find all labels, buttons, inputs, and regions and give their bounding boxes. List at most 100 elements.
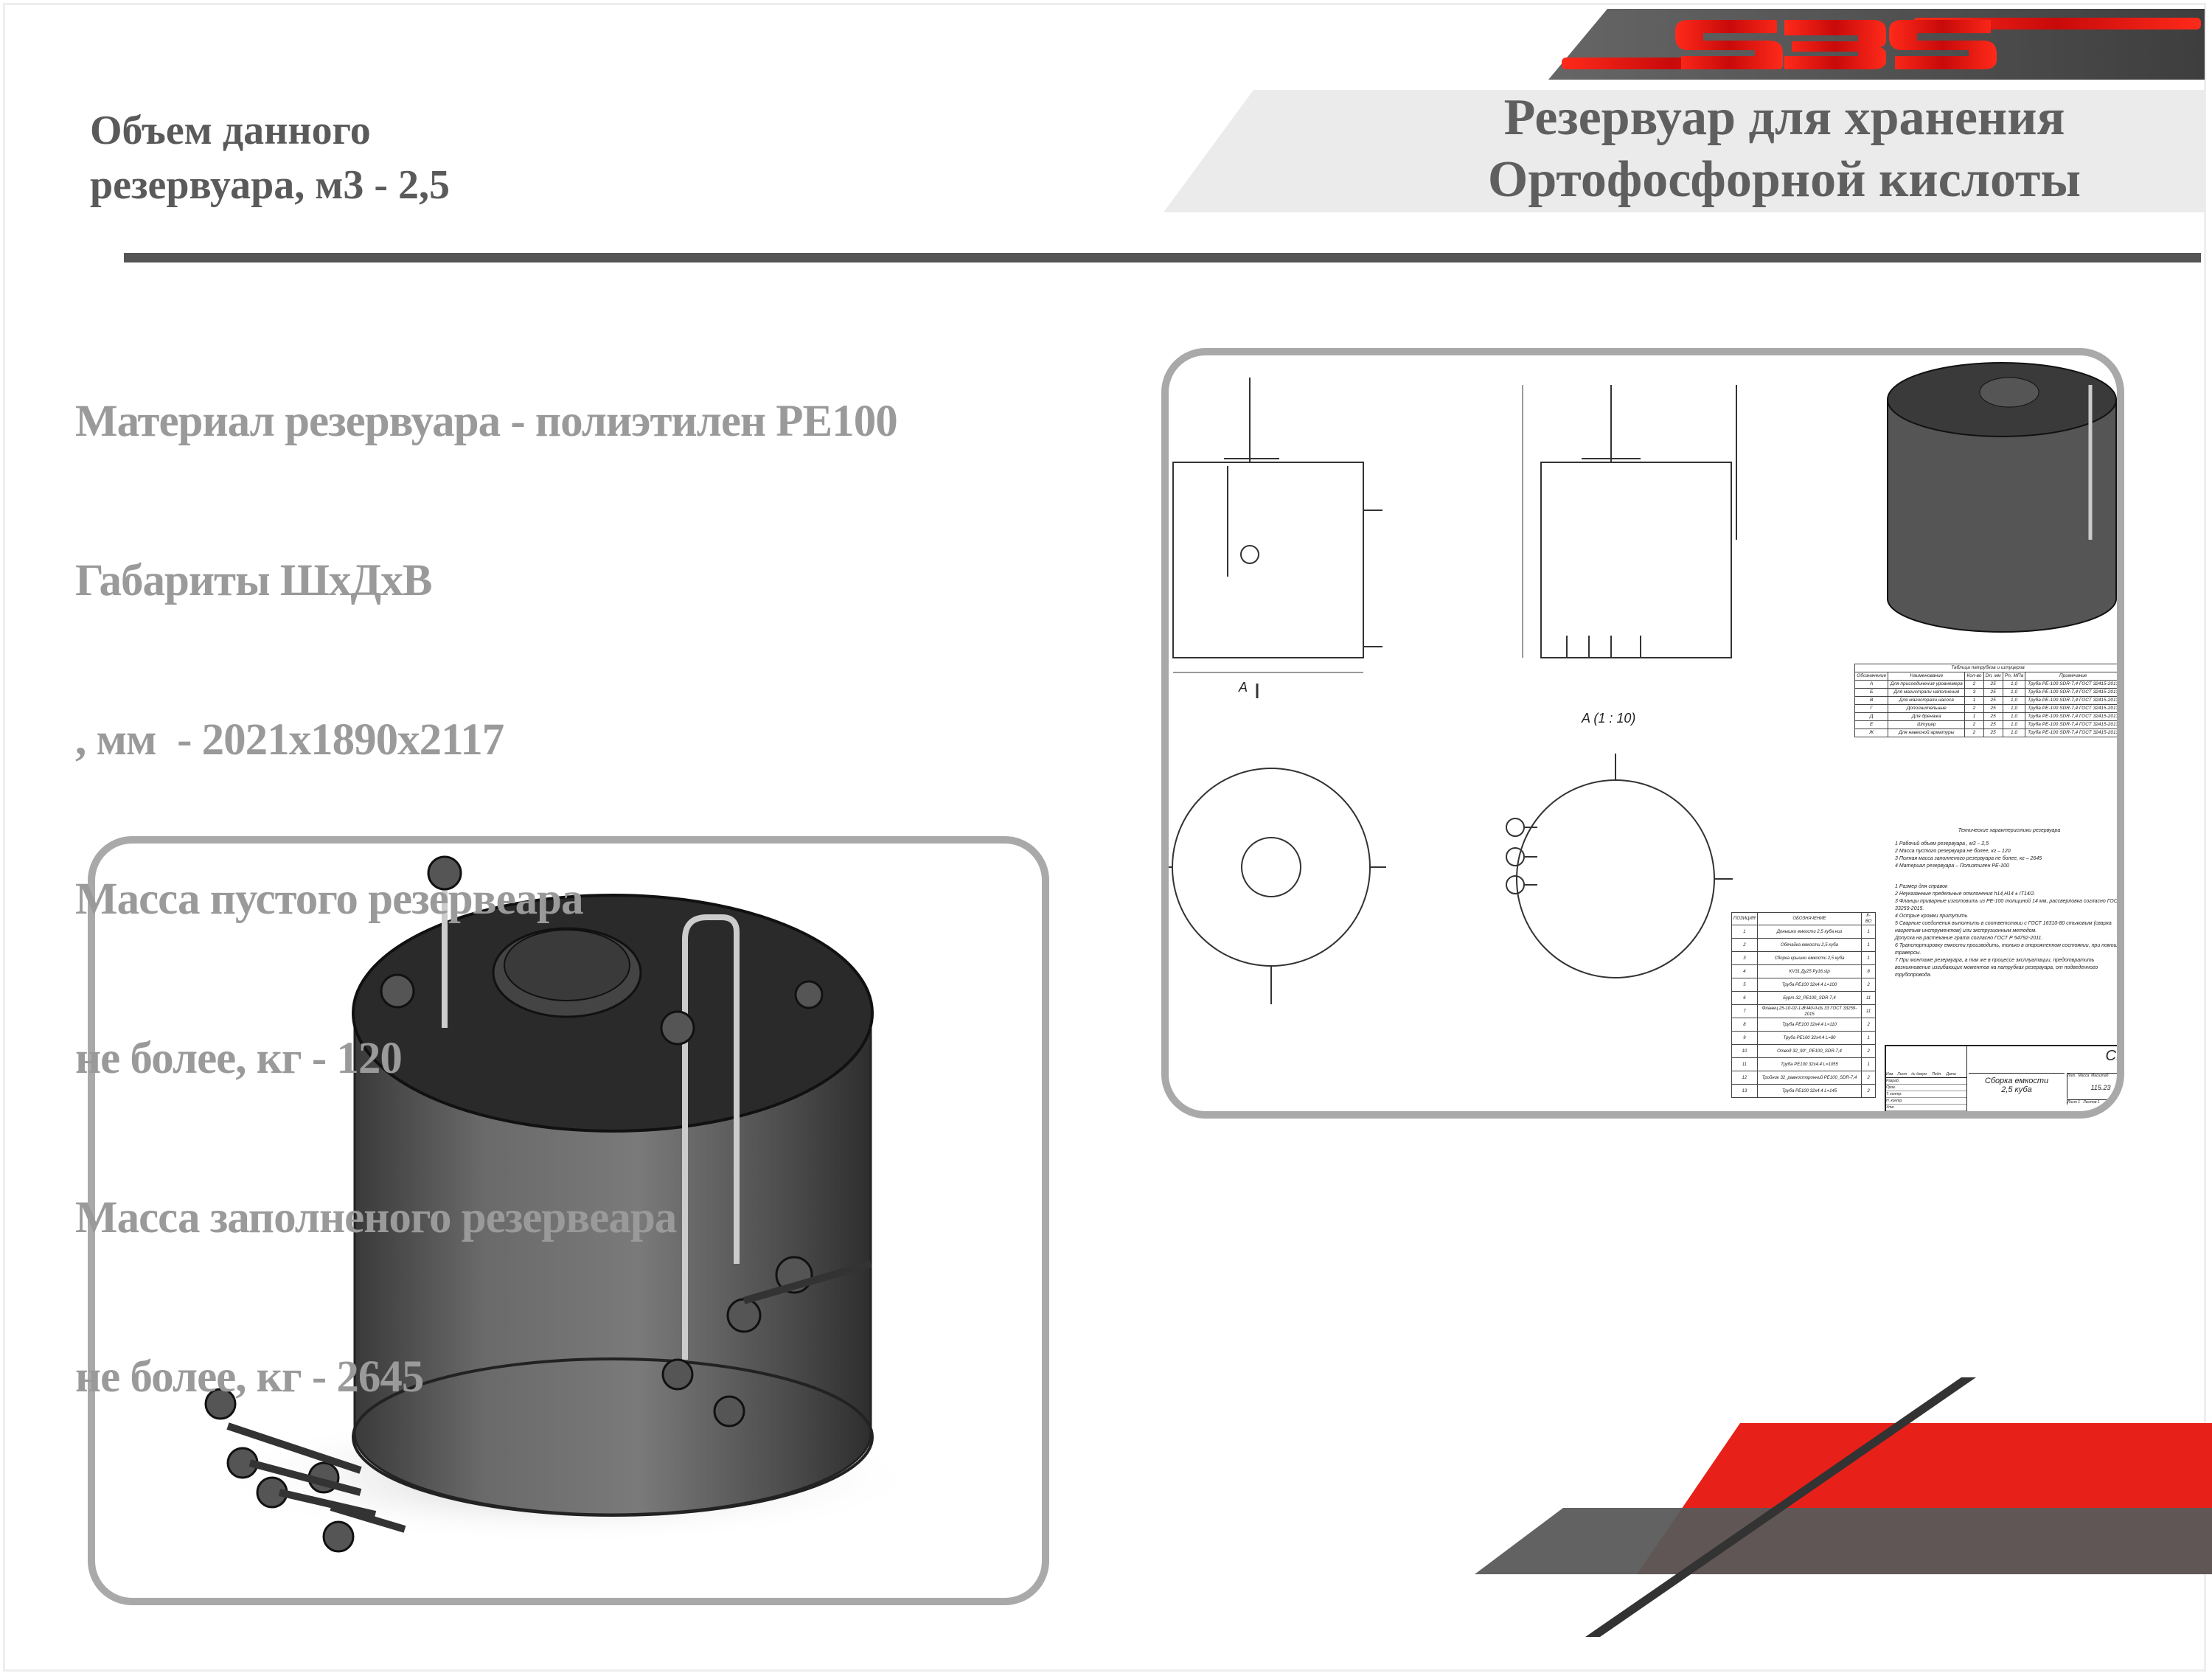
spec-line: , мм - 2021x1890x2117 [75, 715, 504, 765]
table-cell: Труба PE-100 SDR-7,4 ГОСТ 32415-2013 [2025, 720, 2117, 729]
sheets-label: Листов 1 [2083, 1100, 2100, 1105]
title-block-name: Сборка емкости 2,5 куба [1969, 1073, 2065, 1094]
header-cell: Dn, мм [1983, 672, 2003, 681]
table-cell: Б [1854, 688, 1889, 697]
name-line: Сборка емкости [1984, 1077, 2049, 1085]
logo-sbs [1562, 18, 2201, 69]
table-cell: Фланец 25-10-02-1-ВЧ40-II-ds 33 ГОСТ 332… [1756, 1004, 1863, 1018]
table-cell: Для магистрали наполнения [1888, 688, 1966, 697]
spec-line: не более, кг - 2645 [75, 1352, 424, 1402]
tech-specs: Технические характеристики резервуара 1 … [1895, 827, 2121, 979]
table-cell: 3 [1964, 688, 1984, 697]
spec-line: Масса пустого резервеара [75, 874, 584, 924]
front-view-outline [1172, 462, 1364, 658]
tech-specs-title: Технические характеристики резервуара [1958, 828, 2061, 833]
table-cell: 11 [1861, 991, 1876, 1005]
technical-drawing: A A (1 : 10) Таблица патрубков и штуцеро… [1161, 348, 2124, 1119]
table-cell: Труба PE-100 SDR-7,4 ГОСТ 32415-2013 [2025, 712, 2117, 721]
table-cell: А [1854, 680, 1889, 689]
column-label: Изм [1886, 1072, 1893, 1077]
table-cell: 1,0 [2002, 720, 2026, 729]
table-cell: 10 [1731, 1044, 1758, 1058]
header-cell: Наименование [1888, 672, 1966, 681]
table-cell: Отвод 32_90°_PE100_SDR-7,4 [1756, 1044, 1863, 1058]
table-cell: 25 [1983, 704, 2003, 713]
table-cell: 1,0 [2002, 729, 2026, 737]
table-cell: 7 [1731, 1004, 1758, 1018]
table-cell: 2 [1861, 1084, 1876, 1098]
mass-value: 115.23 [2090, 1084, 2111, 1091]
table-cell: 12 [1731, 1071, 1758, 1085]
scale-label: Масштаб [2091, 1074, 2109, 1078]
column-label: № докум. [1911, 1072, 1928, 1077]
header-divider [124, 253, 2201, 262]
table-cell: Труба PE-100 SDR-7,4 ГОСТ 32415-2013 [2025, 680, 2117, 689]
header-cell: Примечание [2025, 672, 2117, 681]
table-cell: 9 [1731, 1031, 1758, 1045]
table-cell: Тройник 32_равносторонний PE100_SDR-7,4 [1756, 1071, 1863, 1085]
column-label: Подп. [1932, 1072, 1942, 1077]
title-block-code: СБ [2105, 1048, 2124, 1064]
table-cell: Труба PE100 32x4.4 L=1055 [1756, 1057, 1863, 1071]
table-cell: 5 [1731, 978, 1758, 992]
table-cell: 2 [1861, 1018, 1876, 1032]
tech-note: 6 Транспортировку емкости производить, т… [1895, 943, 2121, 956]
table-header-row: ПОЗИЦИЯ ОБОЗНАЧЕНИЕ К-ВО [1731, 912, 1876, 925]
table-cell: Д [1854, 712, 1889, 721]
tech-spec-line: 2 Масса пустого резервуара не более, кг … [1895, 849, 2011, 854]
column-label: Дата [1946, 1072, 1956, 1077]
table-cell: 1 [1861, 951, 1876, 965]
table-cell: Бурт-32_PE100_SDR-7,4 [1756, 991, 1863, 1005]
table-cell: 25 [1983, 720, 2003, 729]
spec-line: не более, кг - 120 [75, 1034, 403, 1083]
table-cell: Труба PE100 32x4.4 L=100 [1756, 978, 1863, 992]
table-cell: 25 [1983, 696, 2003, 705]
tech-note: 4 Острые кромки притупить [1895, 914, 1968, 919]
table-cell: Дополнительные [1888, 704, 1966, 713]
tech-note: Допуска на растекание грата согласно ГОС… [1895, 936, 2043, 941]
mass-label: Масса [2078, 1074, 2090, 1078]
header-cell: ОБОЗНАЧЕНИЕ [1756, 912, 1863, 925]
table-cell: Труба PE-100 SDR-7,4 ГОСТ 32415-2013 [2025, 704, 2117, 713]
sheet-label: Лист 1 [2067, 1100, 2081, 1105]
corner-decoration [1475, 1377, 2212, 1637]
table-cell: 1 [1861, 925, 1876, 939]
table-cell: 11 [1861, 1004, 1876, 1018]
row-label: Н. контр. [1886, 1098, 1966, 1105]
tech-spec-line: 3 Полная масса заполненого резервуара не… [1895, 856, 2042, 861]
table-cell: 8 [1731, 1018, 1758, 1032]
scale-value: 1:50 [2114, 1084, 2124, 1091]
volume-line: резервуара, м3 - 2,5 [90, 162, 451, 208]
table-cell: Для дренажа [1888, 712, 1966, 721]
nozzle-table-title: Таблица патрубков и штуцеров [1854, 664, 2117, 672]
table-cell: Г [1854, 704, 1889, 713]
lit-label: Лит. [2067, 1074, 2076, 1078]
side-view-outline [1540, 462, 1732, 658]
tech-note: 7 При монтаже резервуара, а так же в про… [1895, 958, 2098, 978]
header-cell: Обозначение [1854, 672, 1889, 681]
name-line: 2,5 куба [2001, 1085, 2032, 1094]
table-cell: 11 [1731, 1057, 1758, 1071]
title-line: Ортофосфорной кислоты [1487, 151, 2081, 208]
table-cell: 2 [1861, 1071, 1876, 1085]
tank-thumbnail [1887, 362, 2117, 633]
table-cell: 2 [1964, 704, 1984, 713]
table-cell: 1,0 [2002, 696, 2026, 705]
column-label: Лист [1897, 1072, 1907, 1077]
table-cell: 4 [1731, 964, 1758, 978]
row-label: Утв. [1886, 1105, 1966, 1111]
row-label: Т. контр. [1886, 1091, 1966, 1098]
table-cell: KV31 Ду25 Py16.stp [1756, 964, 1863, 978]
